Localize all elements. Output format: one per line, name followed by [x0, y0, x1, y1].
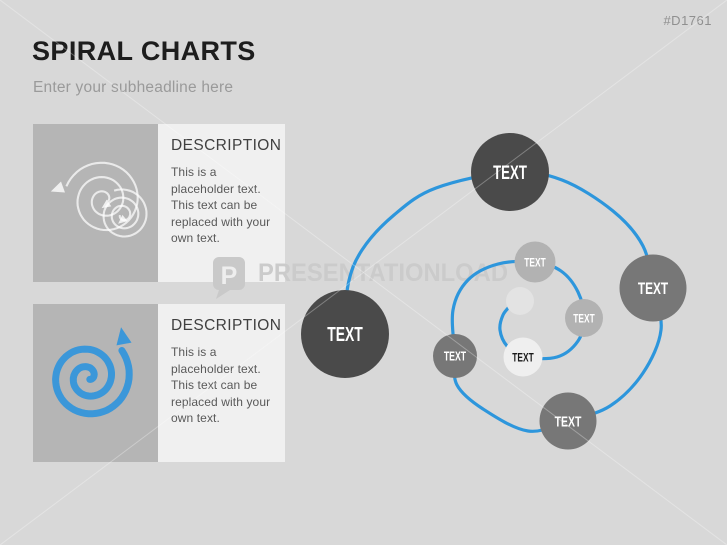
chart-node-outer-top: TEXT	[471, 133, 549, 211]
page-title: SPIRAL CHARTS	[32, 36, 256, 66]
blue-spiral-stroke	[52, 345, 133, 418]
card-text-box-1: DESCRIPTION This is a placeholder text. …	[158, 124, 286, 282]
card-heading: DESCRIPTION	[171, 137, 282, 154]
blue-spiral-arrowhead	[116, 327, 132, 346]
watermark-logo-letter: P	[221, 262, 238, 290]
chart-node-label: TEXT	[524, 255, 546, 269]
chart-node-label: TEXT	[327, 324, 363, 346]
chart-node-circle	[539, 392, 597, 450]
small-spiral-stroke	[102, 188, 148, 238]
chart-node-outer-left: TEXT	[301, 290, 389, 378]
description-card-1: DESCRIPTION This is a placeholder text. …	[33, 124, 286, 282]
chart-node-circle	[565, 299, 603, 337]
double-spiral-icon	[50, 161, 148, 238]
chart-node-outer-bottom: TEXT	[539, 392, 597, 450]
big-spiral-outer-arrow	[50, 181, 66, 193]
chart-node-inner-right: TEXT	[565, 299, 603, 337]
chart-node-circle	[301, 290, 389, 378]
chart-node-label: TEXT	[512, 350, 534, 364]
subheadline: Enter your subheadline here	[33, 79, 234, 96]
chart-node-inner-top: TEXT	[514, 241, 556, 283]
small-spiral-inner-arrow	[118, 214, 128, 224]
card-body: This is a placeholder text. This text ca…	[171, 345, 271, 426]
chart-node-outer-right: TEXT	[619, 254, 687, 322]
card-icon-box-2	[33, 304, 158, 462]
card-body: This is a placeholder text. This text ca…	[171, 165, 271, 246]
chart-node-circle	[514, 241, 556, 283]
blue-spiral-icon	[52, 327, 133, 418]
chart-node-label: TEXT	[555, 413, 582, 430]
chart-node-inner-left: TEXT	[433, 334, 477, 378]
chart-node-label: TEXT	[638, 279, 669, 298]
card-icon-box-1	[33, 124, 158, 282]
big-spiral-inner-arrow	[101, 199, 112, 209]
card-text-box-2: DESCRIPTION This is a placeholder text. …	[158, 304, 286, 462]
chart-node-circle	[503, 337, 543, 377]
chart-node-label: TEXT	[573, 311, 595, 325]
chart-node-circle	[619, 254, 687, 322]
ref-code: #D1761	[663, 13, 712, 28]
description-card-2: DESCRIPTION This is a placeholder text. …	[33, 304, 286, 462]
chart-node-circle	[506, 287, 534, 315]
chart-node-circle	[471, 133, 549, 211]
chart-node-center-white: TEXT	[503, 337, 543, 377]
chart-node-center-dot	[506, 287, 534, 315]
watermark-logo	[213, 257, 245, 299]
chart-node-label: TEXT	[444, 350, 467, 364]
chart-node-circle	[433, 334, 477, 378]
chart-node-label: TEXT	[493, 163, 527, 184]
card-heading: DESCRIPTION	[171, 317, 282, 334]
